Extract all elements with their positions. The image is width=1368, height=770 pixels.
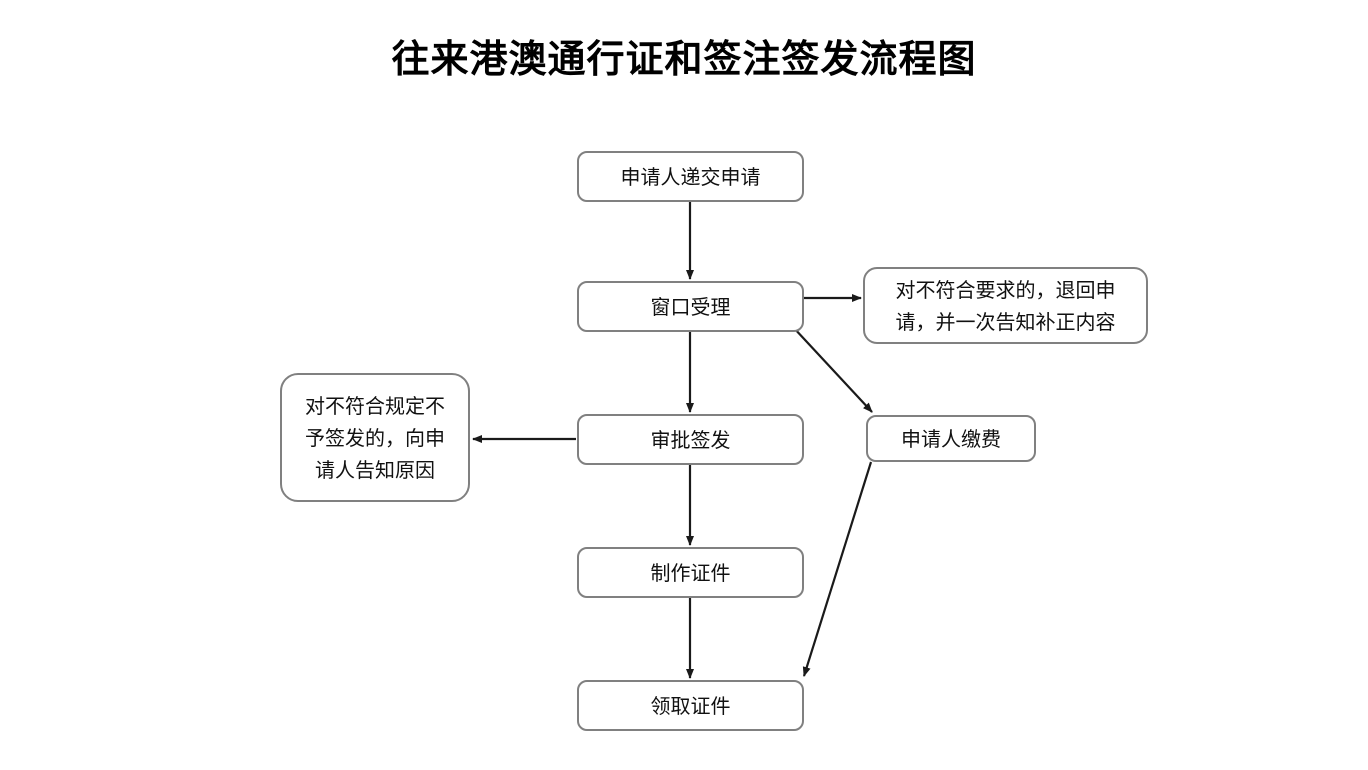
node-label: 对不符合规定不 予签发的，向申 请人告知原因	[305, 393, 445, 482]
node-label: 对不符合要求的，退回申 请，并一次告知补正内容	[895, 277, 1116, 334]
node-label: 窗口受理	[650, 294, 731, 319]
node-label: 审批签发	[650, 427, 731, 452]
node-label: 制作证件	[650, 560, 731, 585]
node-label: 申请人缴费	[901, 426, 1001, 451]
node-label: 申请人递交申请	[620, 164, 761, 189]
connector-payment-to-collect	[802, 461, 873, 677]
node-window-acceptance[interactable]: 窗口受理	[577, 281, 804, 332]
node-submit-application[interactable]: 申请人递交申请	[577, 151, 804, 202]
node-produce-certificate[interactable]: 制作证件	[577, 547, 804, 598]
node-approval-issuance[interactable]: 审批签发	[577, 414, 804, 465]
node-applicant-payment[interactable]: 申请人缴费	[866, 415, 1036, 462]
node-collect-certificate[interactable]: 领取证件	[577, 680, 804, 731]
connector-accept-to-payment	[792, 326, 873, 413]
node-label: 领取证件	[650, 693, 731, 718]
page-title: 往来港澳通行证和签注签发流程图	[391, 37, 977, 81]
node-return-application-note[interactable]: 对不符合要求的，退回申 请，并一次告知补正内容	[863, 267, 1148, 344]
node-rejection-reason-note[interactable]: 对不符合规定不 予签发的，向申 请人告知原因	[280, 373, 470, 502]
